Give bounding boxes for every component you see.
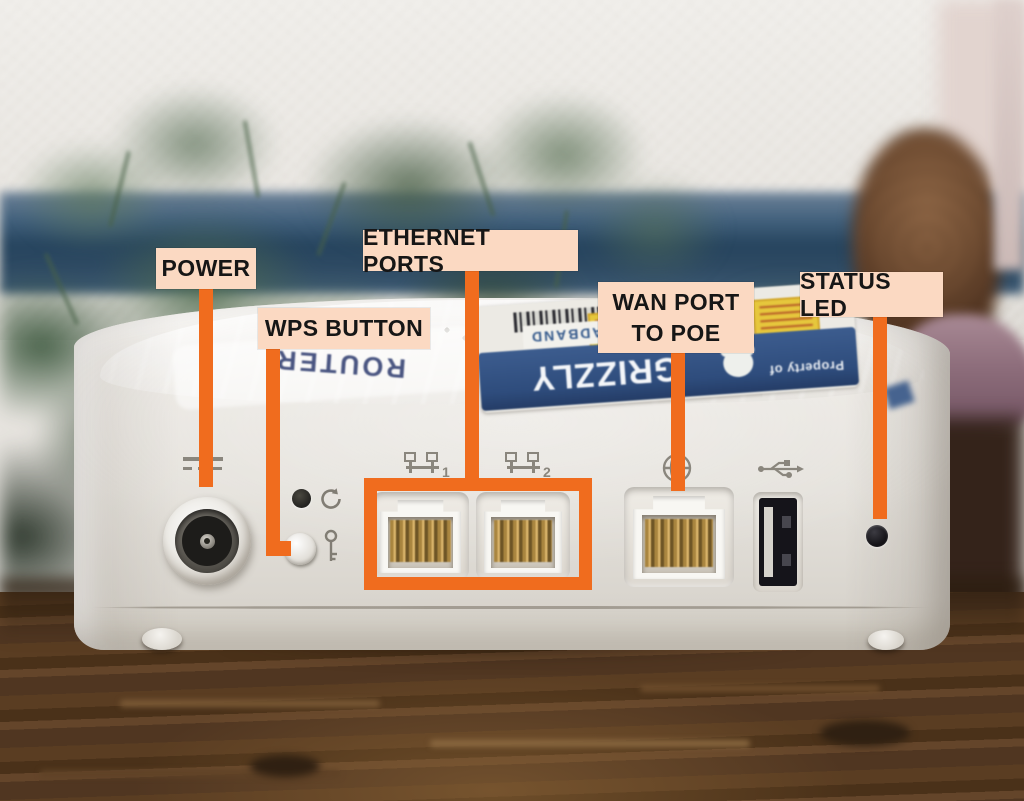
status-led-label: STATUS LED: [800, 268, 943, 321]
status-label-text: STATUS LED: [800, 267, 891, 321]
wan-port: [624, 487, 734, 587]
power-callout-line: [199, 289, 213, 487]
wps-key-icon: [321, 529, 341, 572]
usb-port-slot: [759, 498, 797, 586]
lan2-icon: [504, 452, 542, 479]
wan-label-line2: TO POE: [631, 319, 721, 346]
wood-grain: [40, 770, 340, 777]
power-jack: [163, 497, 251, 585]
reset-button: [292, 489, 311, 508]
wood-knot: [820, 720, 910, 746]
usb-icon: [757, 458, 805, 485]
usb-port: [753, 492, 803, 592]
ethernet-port-1: [372, 492, 469, 580]
wps-callout-line-foot: [266, 541, 291, 556]
wood-grain: [120, 700, 380, 707]
ethernet-port-2: [476, 492, 570, 580]
wood-grain: [430, 740, 750, 747]
reset-icon: [318, 486, 344, 517]
router-foot-right: [868, 630, 904, 650]
lan1-number: 1: [442, 464, 450, 480]
power-jack-pin: [199, 533, 215, 549]
power-label: POWER: [156, 248, 256, 289]
router-seam: [90, 606, 932, 609]
ethernet-highlight-box: [364, 478, 592, 590]
wood-grain: [640, 685, 880, 692]
lan1-icon: [403, 452, 441, 479]
wps-label-text: WPS BUTTON: [264, 315, 424, 341]
power-label-text: POWER: [161, 255, 251, 281]
status-led: [866, 525, 888, 547]
wps-callout-line: [266, 349, 280, 556]
router-foot-left: [142, 628, 182, 650]
ethernet-callout-line: [465, 271, 479, 482]
ethernet-ports-label: ETHERNET PORTS: [363, 224, 578, 277]
wan-label-line1: WAN PORT: [612, 288, 740, 315]
wood-knot: [250, 755, 320, 777]
wps-button-label: WPS BUTTON: [258, 308, 430, 349]
ethernet-label-text: ETHERNET PORTS: [363, 223, 491, 277]
lan2-number: 2: [543, 464, 551, 480]
wan-port-label: WAN PORT TO POE: [598, 282, 754, 353]
property-of-text: Property of: [768, 357, 845, 378]
status-callout-line: [873, 317, 887, 519]
background-highlight: [994, 0, 1024, 270]
router-device: ROUTER BROADBAND GRIZZLY Property of: [74, 280, 950, 650]
wan-callout-line: [671, 353, 685, 491]
